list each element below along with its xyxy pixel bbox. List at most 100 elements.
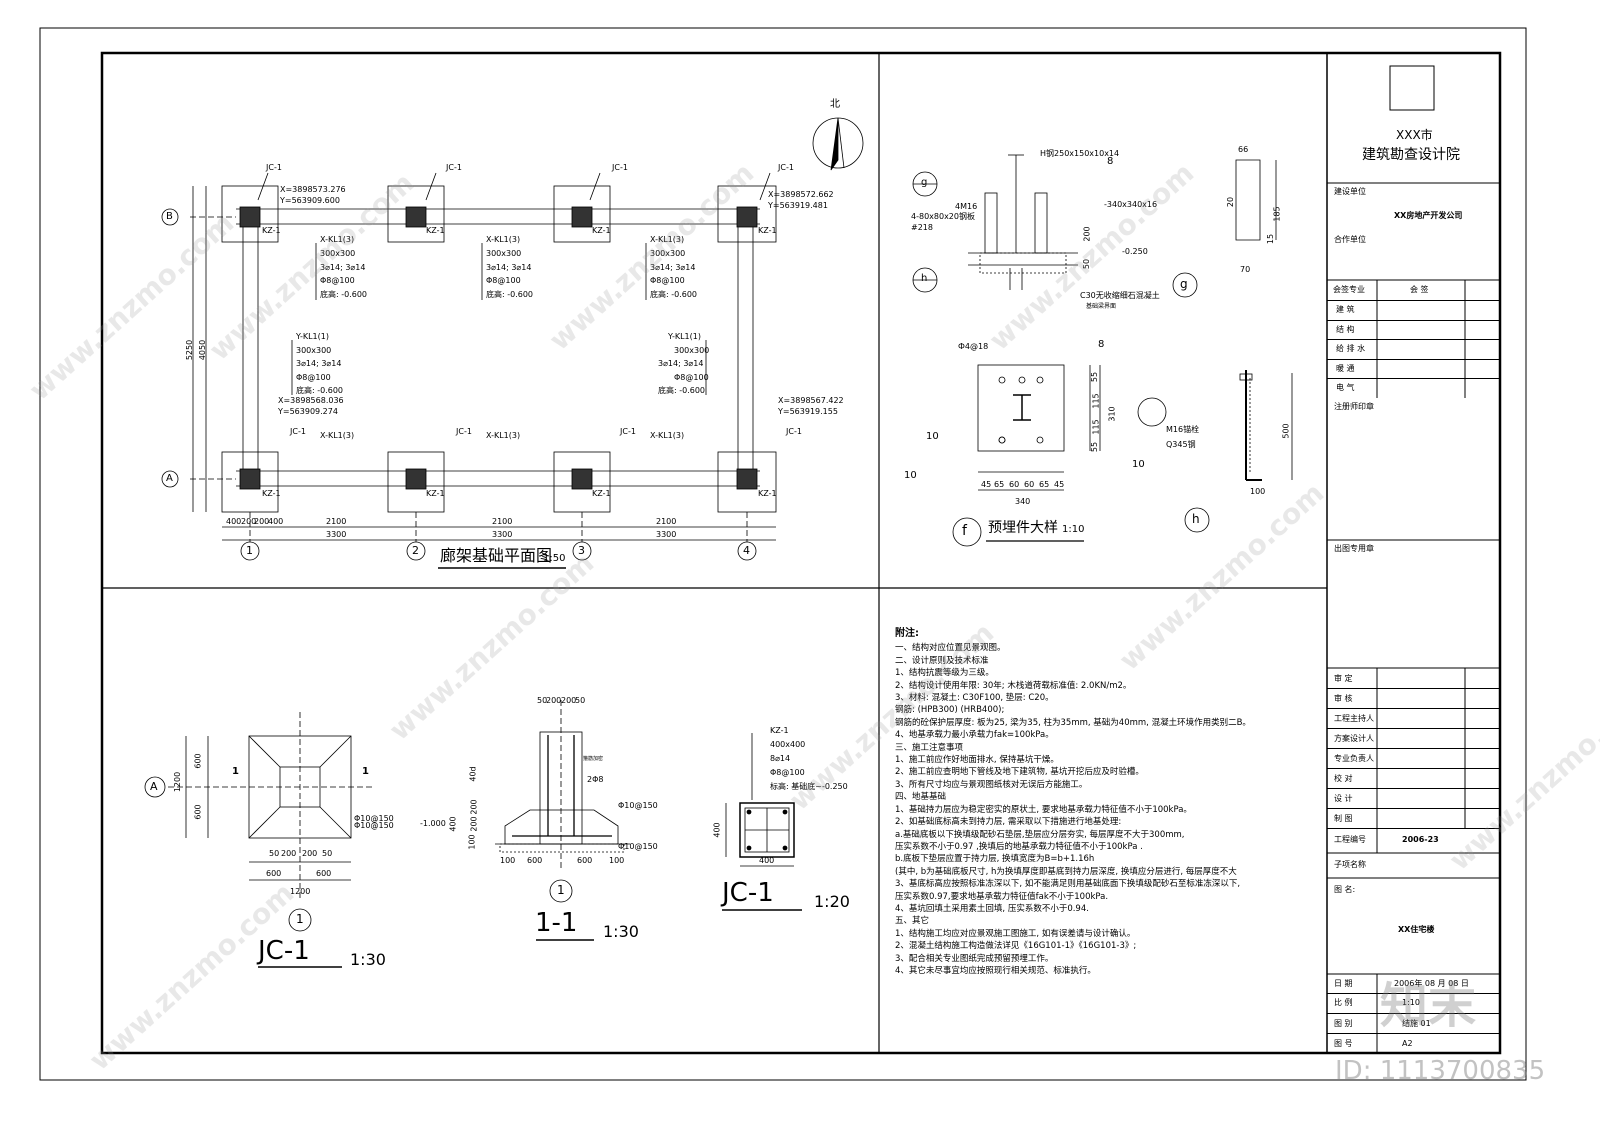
dim-2100-3: 2100 [656, 517, 677, 526]
coord-a1-y: Y=563909.274 [278, 407, 338, 416]
jc-detail-scale: 1:20 [814, 892, 850, 911]
embed-grout: C30无收缩细石混凝土 [1080, 291, 1160, 300]
col-dim-h: 400 [759, 856, 775, 865]
beam-x-elev-1: 底高: -0.600 [320, 290, 368, 299]
cosign-header: 会签专业 [1333, 285, 1365, 294]
embed-dim-55b: 55 [1090, 441, 1100, 453]
note-line: 三、施工注意事项 [895, 742, 964, 753]
drawing-name: XX住宅楼 [1398, 925, 1435, 934]
section-scale: 1:30 [603, 922, 639, 941]
jc-axis-1: 1 [296, 912, 304, 926]
dim-3300-2: 3300 [492, 530, 513, 539]
approval-label: 工程主持人 [1334, 714, 1374, 723]
note-line: 4、其它未尽事宜均应按照现行相关规范、标准执行。 [895, 965, 1096, 976]
sec-dim-100: 100 [467, 834, 477, 850]
sec-2phi8: 2Φ8 [587, 775, 604, 784]
ref-h-1: h [921, 273, 928, 284]
jc-label-a4: JC-1 [786, 427, 802, 436]
sec-dim-200a: 200 [546, 696, 562, 705]
beam-x-stirrup-1: Φ8@100 [320, 276, 355, 285]
note-line: 五、其它 [895, 916, 930, 927]
kz-label-a4: KZ-1 [758, 489, 777, 498]
embed-dim-15: 15 [1266, 233, 1276, 245]
dim-2100-1: 2100 [326, 517, 347, 526]
embed-dim-115a: 115 [1091, 393, 1101, 409]
col-kz: KZ-1 [770, 726, 789, 735]
sec-dim-600b: 600 [577, 856, 593, 865]
jc-dim-600-h1: 600 [266, 869, 282, 878]
category-label: 图 别 [1334, 1019, 1353, 1028]
reg-stamp: 注册师印章 [1334, 402, 1374, 411]
col-elev: 标高: 基础底~-0.250 [770, 782, 848, 791]
jc1-detail [722, 733, 802, 911]
dim-3300-1: 3300 [326, 530, 347, 539]
section-1-1 [495, 700, 630, 941]
discipline-label: 建 筑 [1336, 305, 1355, 314]
beam-x-label-5: X-KL1(3) [486, 431, 521, 440]
discipline-label: 暖 通 [1336, 363, 1355, 373]
embed-steel: Q345钢 [1166, 440, 1196, 449]
sec-dim-600a: 600 [527, 856, 543, 865]
coord-b4-x: X=3898572.662 [768, 190, 834, 199]
logo-square [1389, 65, 1435, 111]
coord-a1-x: X=3898568.036 [278, 396, 344, 405]
beam-y-size-2: 300x300 [674, 346, 710, 355]
kz-label-b1: KZ-1 [262, 226, 281, 235]
jc-dim-50b: 50 [322, 849, 333, 858]
approval-label: 专业负责人 [1334, 754, 1374, 763]
approval-label: 设 计 [1334, 794, 1353, 803]
client-label: 建设单位 [1334, 187, 1366, 196]
sec-dim-50b: 50 [575, 696, 586, 705]
note-line: 1、基础持力层应为稳定密实的原状土, 要求地基承载力特征值不小于100kPa。 [895, 804, 1192, 815]
discipline-label: 电 气 [1336, 383, 1355, 393]
beam-x-stirrup-3: Φ8@100 [650, 276, 685, 285]
embed-plate: 4-80x80x20钢板 [911, 212, 975, 221]
axis-1: 1 [246, 544, 253, 557]
beam-y-label-2: Y-KL1(1) [668, 332, 701, 341]
note-line: 2、混凝土结构施工构造做法详见《16G101-1》《16G101-3》; [895, 941, 1137, 952]
note-line: 压实系数0.97,要求地基承载力特征值fak不小于100kPa. [895, 891, 1109, 902]
embed-dim-45b: 45 [1054, 480, 1065, 489]
note-line: 2、结构设计使用年限: 30年; 木栈道荷载标准值: 2.0KN/m2。 [895, 680, 1132, 691]
note-line: b.底板下垫层应置于持力层, 换填宽度为B=b+1.16h [895, 854, 1095, 865]
coord-a4-y: Y=563919.155 [778, 407, 838, 416]
sec-axis-1: 1 [557, 883, 565, 897]
jc-label-b3: JC-1 [612, 163, 628, 172]
jc-dim-600-h2: 600 [316, 869, 332, 878]
note-line: 二、设计原则及技术标准 [895, 655, 989, 666]
date-value: 2006年 08 月 08 日 [1394, 979, 1469, 988]
coord-b4-y: Y=563919.481 [768, 201, 828, 210]
weld-8-b: 8 [1098, 339, 1105, 350]
kz-label-a1: KZ-1 [262, 489, 281, 498]
notes-list: 一、结构对应位置见景观图。二、设计原则及技术标准 1、结构抗震等级为三级。 2、… [895, 642, 1251, 977]
embed-dim-500: 500 [1281, 423, 1291, 439]
note-line: 钢筋的砼保护层厚度: 板为25, 梁为35, 柱为35mm, 基础为40mm, … [895, 717, 1251, 728]
approval-row-line [1327, 768, 1500, 769]
beam-x-label-1: X-KL1(3) [320, 235, 355, 244]
jc-label-b4: JC-1 [778, 163, 794, 172]
beam-x-label-6: X-KL1(3) [650, 431, 685, 440]
embed-dim-340: 340 [1015, 497, 1031, 506]
approval-row-line [1327, 748, 1500, 749]
cosign-row-line [1327, 378, 1500, 380]
jc-plan-scale: 1:30 [350, 950, 386, 969]
scale-label: 比 例 [1334, 998, 1353, 1007]
axis-b: B [166, 211, 173, 222]
client-value: XX房地产开发公司 [1394, 211, 1463, 220]
beam-x-stirrup-2: Φ8@100 [486, 276, 521, 285]
dim-200: 200 [241, 517, 257, 526]
note-line: 2、如基础底标高未到持力层, 需采取以下措施进行地基处理: [895, 817, 1122, 828]
section-title: 1-1 [535, 908, 578, 938]
jc-dim-600-v1: 600 [193, 753, 203, 769]
embed-dim-60b: 60 [1024, 480, 1035, 489]
sec-dim-100a: 100 [500, 856, 516, 865]
sec-dim-200d: 200 [469, 799, 479, 815]
jc-label-b1: JC-1 [266, 163, 282, 172]
note-line: 3、配合相关专业图纸完成预留预埋工作。 [895, 953, 1054, 964]
beam-y-label-1: Y-KL1(1) [296, 332, 329, 341]
approval-row-line [1327, 828, 1500, 829]
coord-b1-x: X=3898573.276 [280, 185, 346, 194]
coord-a4-x: X=3898567.422 [778, 396, 844, 405]
project-no: 2006-23 [1402, 835, 1439, 844]
sec-dim-400: 400 [448, 816, 458, 832]
